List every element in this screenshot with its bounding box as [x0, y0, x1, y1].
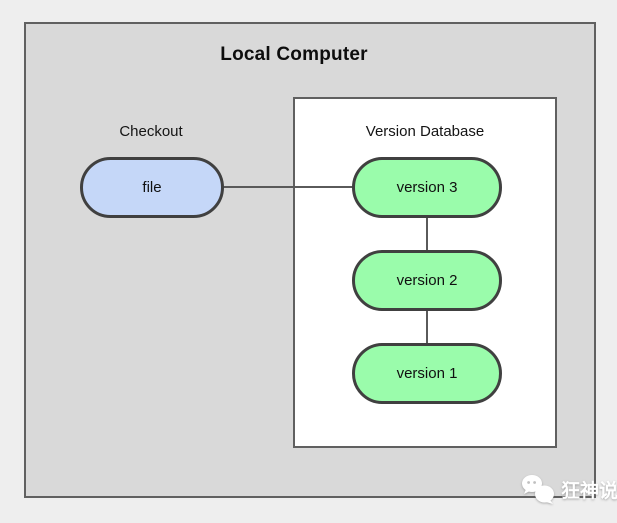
version-node-1: version 1 [352, 343, 502, 404]
watermark: 狂神说 [520, 473, 617, 505]
file-node: file [80, 157, 224, 218]
checkout-label: Checkout [119, 123, 183, 140]
connector-version2-to-version1 [426, 310, 428, 344]
diagram-title: Local Computer [220, 44, 368, 65]
version-node-3: version 3 [352, 157, 502, 218]
speech-bubbles-icon [520, 473, 558, 505]
watermark-text: 狂神说 [561, 480, 617, 502]
connector-version3-to-version2 [426, 217, 428, 251]
version-database-label: Version Database [365, 123, 485, 140]
connector-file-to-version3 [222, 186, 353, 188]
version-node-2: version 2 [352, 250, 502, 311]
